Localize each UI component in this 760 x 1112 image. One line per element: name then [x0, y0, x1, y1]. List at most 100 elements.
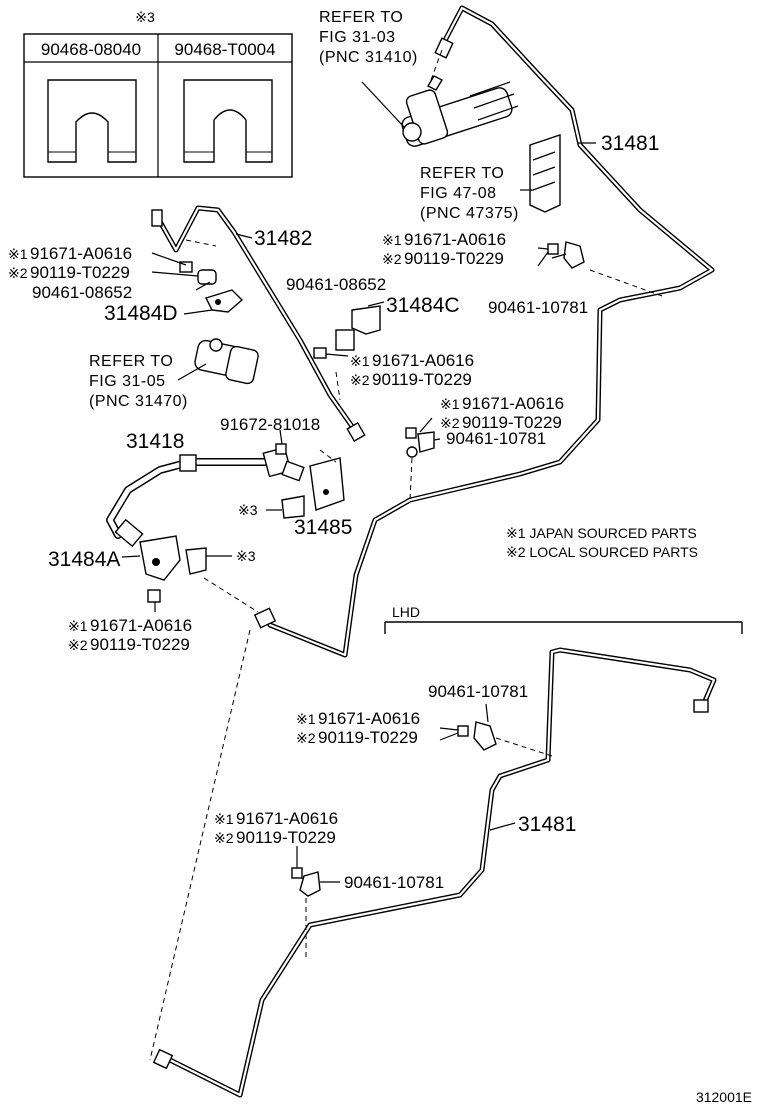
- ref-31-05-line1: REFER TO: [89, 353, 173, 370]
- svg-text:※2: ※2: [350, 372, 370, 388]
- svg-text:※1: ※1: [350, 353, 370, 369]
- part-31484C: 31484C: [386, 294, 460, 317]
- bolt-icon: [405, 427, 417, 439]
- svg-text:90119-T0229: 90119-T0229: [236, 828, 336, 847]
- svg-text:※2: ※2: [8, 265, 28, 281]
- svg-text:※1: ※1: [382, 232, 402, 248]
- bolt-icon: [179, 261, 193, 273]
- svg-text:90119-T0229: 90119-T0229: [372, 370, 472, 389]
- ref-47-08-line1: REFER TO: [420, 165, 504, 182]
- bolt-group-3: ※1 91671-A0616 ※2 90119-T0229: [350, 351, 474, 389]
- inset-header-2: 90468-T0004: [174, 40, 275, 59]
- svg-text:※1: ※1: [296, 711, 316, 727]
- svg-text:※1: ※1: [8, 246, 28, 262]
- release-cylinder: [177, 338, 259, 385]
- svg-text:90119-T0229: 90119-T0229: [462, 413, 562, 432]
- svg-text:※2: ※2: [382, 251, 402, 267]
- part-31481-lhd: 31481: [518, 813, 576, 836]
- clip-31484A-mark: [185, 547, 232, 575]
- svg-text:※2: ※2: [440, 415, 460, 431]
- inset-header-1: 90468-08040: [41, 40, 141, 59]
- svg-text:※2: ※2: [68, 637, 88, 653]
- bracket-31484A: [121, 535, 181, 581]
- flexible-hose-31418: [106, 446, 305, 548]
- bolt-icon: [313, 347, 327, 359]
- flare-nut-icon: [434, 37, 454, 59]
- svg-text:91671-A0616: 91671-A0616: [90, 616, 192, 635]
- ref-31-03-line1: REFER TO: [319, 9, 403, 26]
- svg-text:91671-A0616: 91671-A0616: [30, 244, 132, 263]
- svg-text:91671-A0616: 91671-A0616: [318, 709, 420, 728]
- bolt-group-2: ※1 91671-A0616 ※2 90119-T0229: [382, 230, 506, 268]
- ref-47-08-line2: FIG 47-08: [420, 185, 497, 202]
- svg-text:91671-A0616: 91671-A0616: [404, 230, 506, 249]
- clamp-icon: [406, 431, 435, 458]
- clip-t0004-icon: [183, 79, 273, 163]
- brake-tube-31481-lhd: [152, 647, 717, 1098]
- flare-nut-icon: [152, 1048, 174, 1070]
- clamp-icon: [473, 721, 497, 751]
- part-31484A: 31484A: [48, 548, 120, 571]
- svg-text:90119-T0229: 90119-T0229: [404, 249, 504, 268]
- clip-mark-31485: ※3: [238, 502, 258, 518]
- bolt-icon: [147, 589, 161, 603]
- part-31481-upper: 31481: [601, 132, 659, 155]
- part-91672-81018: 91672-81018: [220, 415, 320, 434]
- svg-text:※1: ※1: [68, 618, 88, 634]
- inset-mark: ※3: [135, 9, 155, 25]
- ref-31-03-line2: FIG 31-03: [319, 29, 396, 46]
- flare-nut-icon: [151, 209, 163, 227]
- flare-nut-icon: [346, 421, 366, 443]
- lhd-bracket-line: [384, 621, 743, 634]
- inset-clip-table: ※3 90468-08040 90468-T0004: [23, 9, 293, 178]
- part-90461-08652-a: 90461-08652: [32, 283, 132, 302]
- bolt-icon: [291, 867, 303, 879]
- svg-text:90119-T0229: 90119-T0229: [90, 635, 190, 654]
- clip-08040-icon: [47, 79, 137, 163]
- svg-text:90119-T0229: 90119-T0229: [30, 263, 130, 282]
- ref-31-03-line3: (PNC 31410): [319, 49, 418, 66]
- legend-japan: ※1 JAPAN SOURCED PARTS: [506, 525, 697, 541]
- bolt-icon: [547, 243, 559, 255]
- bolt-group-6: ※1 91671-A0616 ※2 90119-T0229: [296, 709, 420, 747]
- bolt-group-1: ※1 91671-A0616 ※2 90119-T0229: [8, 244, 132, 282]
- clip-mark-31484A: ※3: [236, 548, 256, 564]
- ref-31-05-line3: (PNC 31470): [89, 393, 188, 410]
- part-90461-10781-d: 90461-10781: [344, 873, 444, 892]
- leader-lines-upper: [149, 81, 663, 1061]
- svg-text:※1: ※1: [440, 396, 460, 412]
- clamp-icon: [299, 871, 321, 897]
- bolt-icon: [457, 725, 469, 737]
- svg-text:91671-A0616: 91671-A0616: [462, 394, 564, 413]
- clutch-master-cylinder: [401, 49, 519, 147]
- part-31484D: 31484D: [104, 302, 178, 325]
- clip-31485-mark: [266, 495, 305, 519]
- svg-text:※2: ※2: [214, 830, 234, 846]
- clamp-icon: [563, 241, 585, 269]
- figure-id: 312001E: [696, 1089, 752, 1105]
- part-31485: 31485: [294, 516, 352, 539]
- flare-nut-icon: [693, 699, 709, 713]
- section-label-lhd: LHD: [392, 604, 420, 620]
- part-90461-10781-a: 90461-10781: [488, 298, 588, 317]
- part-31418: 31418: [126, 430, 184, 453]
- brake-tube-31482: [151, 205, 366, 443]
- svg-text:91671-A0616: 91671-A0616: [236, 809, 338, 828]
- part-90461-08652-b: 90461-08652: [286, 275, 386, 294]
- bolt-group-5: ※1 91671-A0616 ※2 90119-T0229: [68, 616, 192, 654]
- ref-47-08-line3: (PNC 47375): [420, 205, 519, 222]
- part-90461-10781-b: 90461-10781: [446, 429, 546, 448]
- bolt-icon: [275, 443, 287, 455]
- legend-local: ※2 LOCAL SOURCED PARTS: [506, 544, 698, 560]
- bolt-group-4: ※1 91671-A0616 ※2 90119-T0229: [440, 394, 564, 432]
- part-31482: 31482: [254, 227, 312, 250]
- bracket-31485: [309, 449, 345, 511]
- bolt-group-7: ※1 91671-A0616 ※2 90119-T0229: [214, 809, 338, 847]
- bracket-47375: [520, 134, 561, 213]
- bracket-31484C: [335, 301, 385, 351]
- svg-text:※1: ※1: [214, 811, 234, 827]
- part-90461-10781-c: 90461-10781: [428, 682, 528, 701]
- flare-nut-icon: [253, 607, 277, 629]
- brake-tube-31481-upper: [253, 5, 715, 658]
